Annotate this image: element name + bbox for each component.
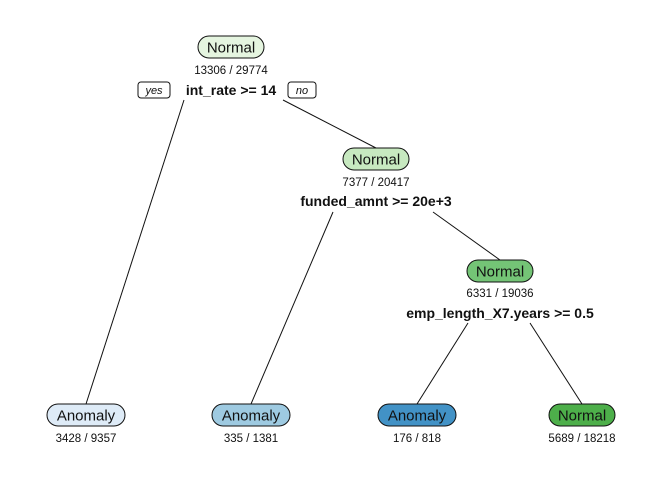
leaf-3-count: 176 / 818 (393, 433, 441, 445)
node-n3-split: emp_length_X7.years >= 0.5 (406, 305, 594, 321)
leaf-1-label: Anomaly (57, 408, 116, 425)
leaf-1-count: 3428 / 9357 (56, 433, 117, 445)
leaf-3-label: Anomaly (388, 408, 447, 425)
node-n2: Normal 7377 / 20417 funded_amnt >= 20e+3 (300, 147, 452, 209)
node-n3: Normal 6331 / 19036 emp_length_X7.years … (406, 259, 594, 321)
node-root: Normal 13306 / 29774 int_rate >= 14 (186, 35, 276, 98)
node-n2-split: funded_amnt >= 20e+3 (300, 193, 452, 209)
node-n2-box (342, 147, 410, 171)
leaf-4-label: Normal (558, 408, 606, 425)
node-n3-box (466, 259, 534, 283)
node-n3-count: 6331 / 19036 (466, 288, 533, 300)
leaf-2-count: 335 / 1381 (224, 433, 278, 445)
node-root-label: Normal (207, 40, 255, 57)
edge-n3-leaf4 (529, 322, 583, 405)
no-badge-text: no (296, 85, 308, 97)
leaf-3-box (377, 403, 457, 427)
edge-root-leaf1 (85, 99, 185, 405)
node-n3-label: Normal (476, 264, 524, 281)
leaf-2-box (211, 403, 291, 427)
leaf-2-label: Anomaly (222, 408, 281, 425)
leaf-4: Normal 5689 / 18218 (548, 403, 616, 445)
node-root-count: 13306 / 29774 (194, 65, 268, 77)
leaf-1-box (46, 403, 126, 427)
edge-n3-leaf3 (416, 322, 469, 405)
edge-root-n2 (282, 99, 377, 149)
leaf-3: Anomaly 176 / 818 (377, 403, 457, 445)
leaf-4-box (548, 403, 616, 427)
node-n2-count: 7377 / 20417 (342, 177, 409, 189)
edge-n2-leaf2 (250, 211, 334, 405)
leaf-2: Anomaly 335 / 1381 (211, 403, 291, 445)
node-root-split: int_rate >= 14 (186, 82, 276, 98)
yes-badge-text: yes (144, 85, 163, 97)
yes-badge: yes (137, 81, 171, 99)
edge-n2-n3 (432, 211, 501, 261)
no-badge: no (287, 81, 317, 99)
node-n2-label: Normal (352, 152, 400, 169)
leaf-4-count: 5689 / 18218 (548, 433, 615, 445)
node-root-box (197, 35, 265, 59)
leaf-1: Anomaly 3428 / 9357 (46, 403, 126, 445)
